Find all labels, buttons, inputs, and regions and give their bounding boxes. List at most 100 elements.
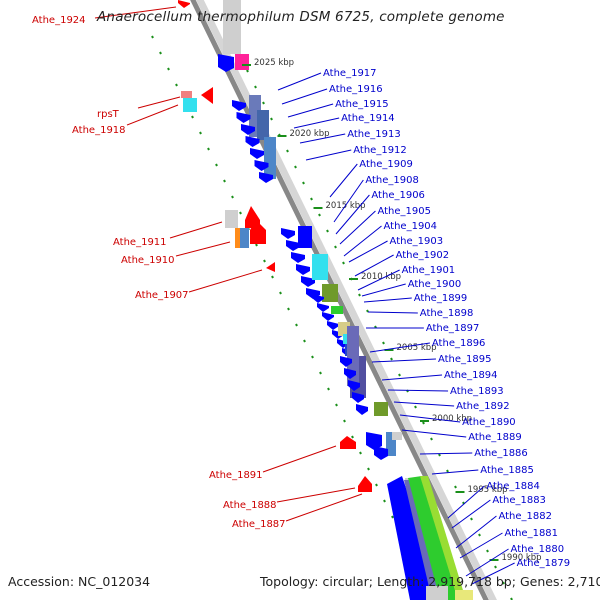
forward-gene-arrow [296, 264, 310, 275]
gene-block [298, 226, 312, 248]
kbp-tick-label: 1990 kbp [502, 553, 542, 563]
kbp-tick-label: 2005 kbp [397, 343, 437, 353]
forward-gene-leader [329, 163, 358, 198]
forward-gene-label: Athe_1885 [480, 465, 534, 476]
gene-block [225, 210, 238, 228]
strand-dot [246, 69, 249, 73]
strand-dot [422, 421, 425, 425]
forward-gene-leader [335, 194, 370, 235]
forward-gene-label: Athe_1881 [505, 528, 559, 539]
strand-dot [262, 101, 265, 105]
strand-dot [310, 197, 313, 201]
kbp-tick-label: 2020 kbp [290, 129, 330, 139]
gene-block [331, 306, 343, 314]
forward-gene-label: Athe_1904 [384, 221, 438, 232]
forward-gene-leader [465, 548, 509, 577]
gene-block [455, 590, 473, 600]
forward-gene-leader [361, 283, 406, 297]
topology-label: Topology: [260, 574, 319, 589]
forward-gene-label: Athe_1880 [511, 544, 565, 555]
reverse-gene-arrow [178, 0, 190, 8]
strand-dot [303, 339, 306, 343]
genome-stats: Topology: circular; Length: 2,919,718 bp… [260, 574, 600, 589]
forward-gene-arrow [348, 380, 360, 391]
strand-dot [255, 243, 258, 247]
strand-dot [326, 229, 329, 233]
forward-gene-label: Athe_1914 [341, 113, 395, 124]
forward-gene-leader [459, 532, 503, 559]
reverse-gene-label: Athe_1887 [232, 519, 286, 530]
genes-label: Genes: [519, 574, 564, 589]
strand-dot [358, 293, 361, 297]
reverse-gene-label: Athe_1888 [223, 500, 277, 511]
reverse-gene-leader [126, 104, 179, 126]
forward-gene-label: Athe_1917 [323, 68, 377, 79]
forward-gene-leader [399, 414, 461, 423]
strand-dot [302, 181, 305, 185]
length-value: 2,919,718 bp; [428, 574, 516, 589]
reverse-gene-label: Athe_1910 [121, 255, 175, 266]
strand-dot [351, 435, 354, 439]
strand-dot [231, 195, 234, 199]
strand-dot [335, 403, 338, 407]
strand-dot [279, 291, 282, 295]
forward-gene-leader [299, 133, 346, 144]
strand-dot [382, 341, 385, 345]
strand-dot [159, 51, 162, 55]
gene-block [408, 476, 458, 600]
reverse-gene-label: Athe_1918 [72, 125, 126, 136]
strand-dot [294, 165, 297, 169]
reverse-gene-leader [188, 269, 263, 293]
gene-block [392, 432, 402, 440]
forward-gene-arrow [241, 124, 255, 135]
reverse-gene-label: Athe_1924 [32, 15, 86, 26]
forward-gene-label: Athe_1890 [462, 417, 516, 428]
kbp-tick-label: 2025 kbp [254, 58, 294, 68]
forward-gene-leader [293, 117, 340, 129]
gene-block [420, 476, 466, 600]
forward-gene-label: Athe_1905 [377, 206, 431, 217]
strand-dot [295, 323, 298, 327]
topology-value: circular; [322, 574, 373, 589]
forward-gene-arrow [286, 240, 300, 251]
strand-dot [263, 259, 266, 263]
reverse-gene-leader [276, 487, 356, 503]
strand-dot [311, 355, 314, 359]
forward-gene-leader [387, 389, 449, 392]
forward-gene-label: Athe_1899 [414, 293, 468, 304]
strand-dot [342, 261, 345, 265]
strand-dot [215, 163, 218, 167]
forward-gene-label: Athe_1903 [390, 236, 444, 247]
reverse-gene-leader [262, 445, 337, 473]
forward-gene-arrow [232, 100, 246, 111]
gene-block [235, 228, 243, 248]
forward-gene-arrow [374, 446, 388, 460]
forward-gene-leader [287, 103, 334, 118]
strand-dot [286, 149, 289, 153]
strand-dot [207, 147, 210, 151]
reverse-gene-arrow [250, 220, 266, 244]
strand-dot [327, 387, 330, 391]
forward-gene-label: Athe_1916 [329, 84, 383, 95]
axis-shadow [196, 0, 497, 600]
forward-gene-label: Athe_1900 [408, 279, 462, 290]
reverse-gene-leader [175, 241, 231, 257]
forward-gene-leader [369, 342, 430, 353]
forward-gene-leader [447, 485, 485, 519]
strand-dot [334, 245, 337, 249]
strand-dot [390, 357, 393, 361]
forward-gene-arrow [301, 276, 315, 287]
reverse-gene-arrow [358, 476, 372, 492]
strand-dot [375, 483, 378, 487]
strand-dot [383, 499, 386, 503]
forward-gene-leader [393, 401, 455, 407]
gene-block [322, 284, 338, 302]
forward-gene-arrow [281, 228, 295, 239]
strand-dot [270, 117, 273, 121]
reverse-gene-arrow [340, 436, 356, 449]
accession-info: Accession: NC_012034 [8, 574, 150, 589]
strand-dot [367, 467, 370, 471]
length-label: Length: [376, 574, 425, 589]
forward-gene-leader [339, 210, 376, 245]
